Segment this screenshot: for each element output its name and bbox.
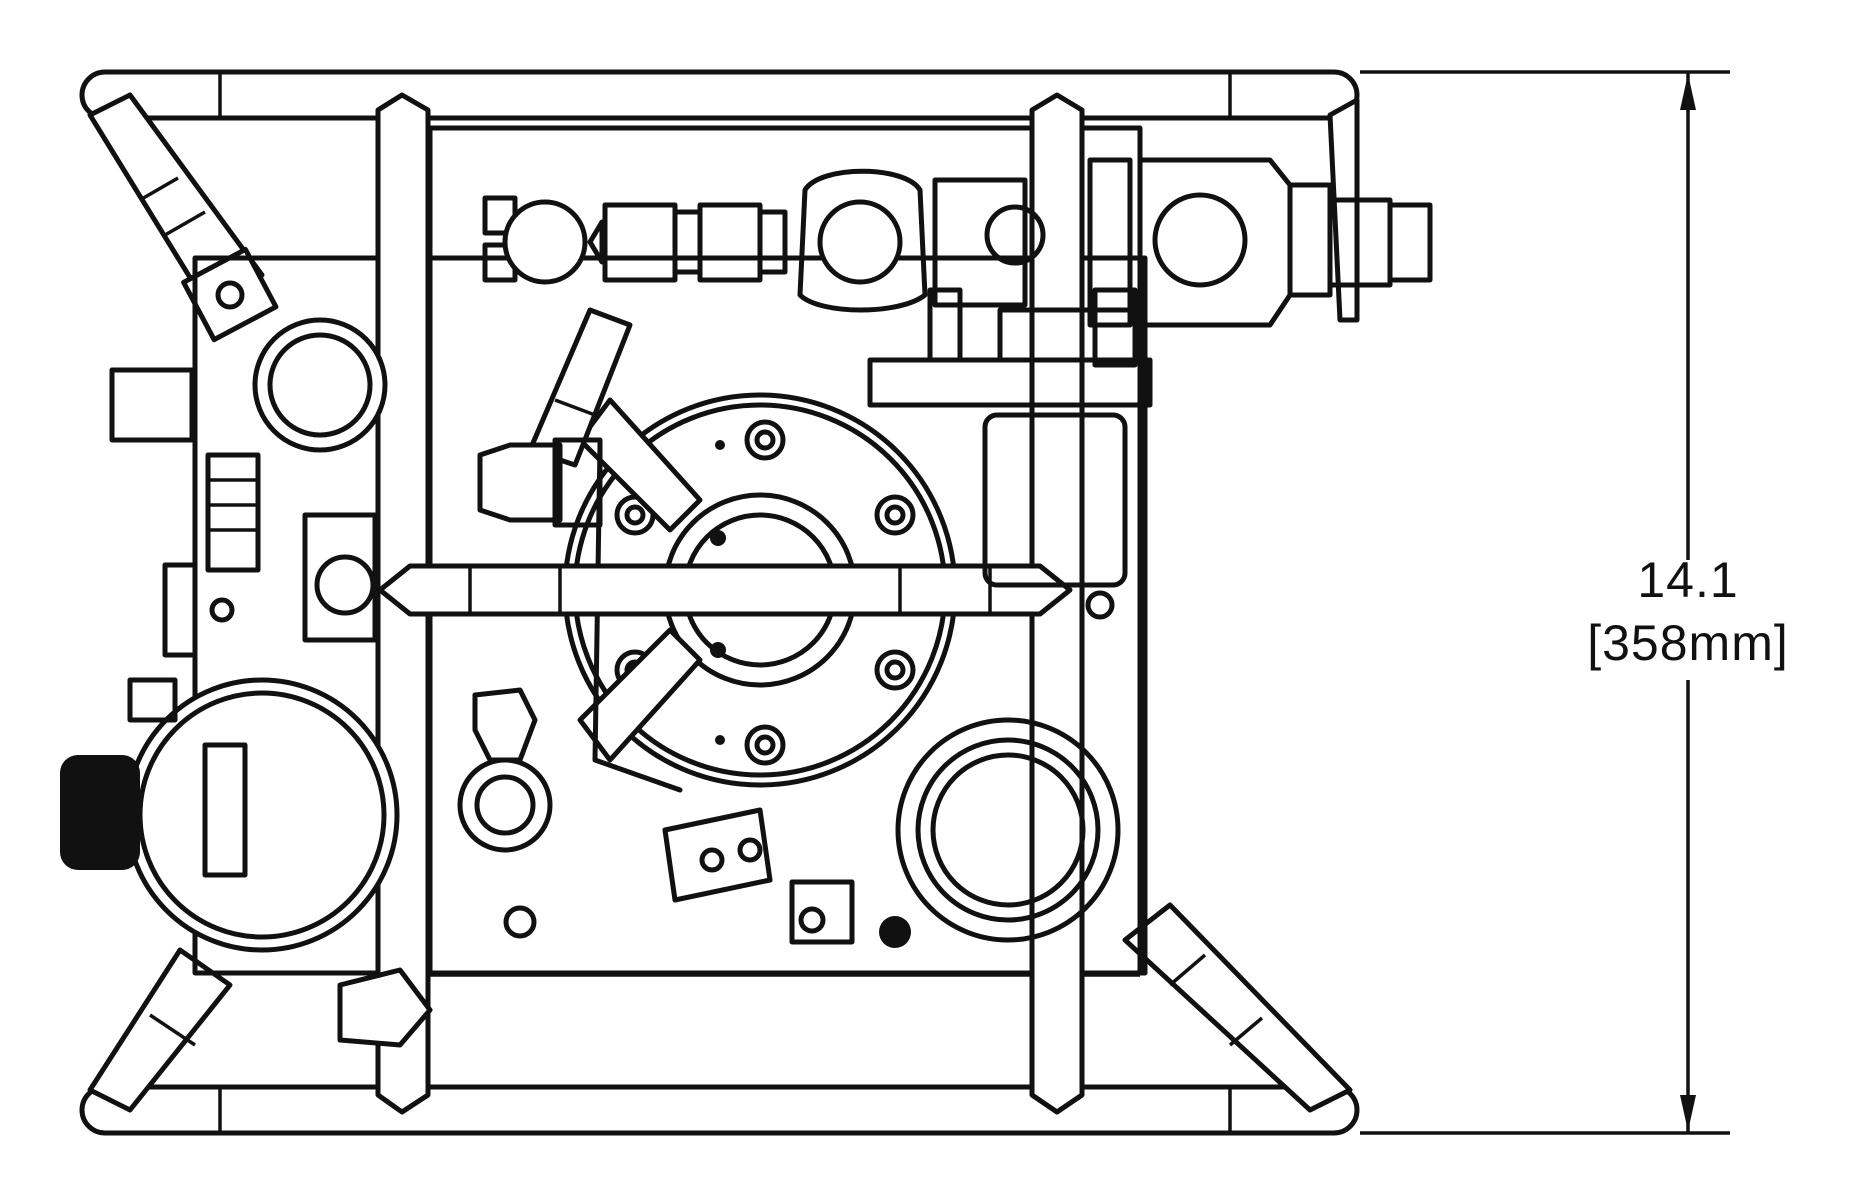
diagonal-pipe [477, 307, 633, 528]
dimension-arrow-bottom [1680, 1095, 1696, 1131]
height-dimension: 14.1 [358mm] [1360, 70, 1789, 1135]
dimension-metric: [358mm] [1587, 615, 1789, 671]
small-box [789, 879, 855, 945]
side-box [982, 412, 1128, 588]
top-rail [79, 69, 1360, 121]
dark-dot [879, 916, 911, 948]
dimension-value: 14.1 [1637, 552, 1738, 608]
dimension-arrow-top [1680, 74, 1696, 110]
left-fittings [109, 317, 553, 1048]
terminal-block [662, 807, 773, 903]
pressure-gauge [60, 677, 400, 953]
horizontal-handle [377, 563, 1073, 617]
valve-manifold [482, 157, 1433, 408]
lower-left-strut [87, 947, 233, 1113]
lower-right-strut [1122, 902, 1353, 1113]
bottom-rail [79, 1084, 1360, 1136]
upper-right-strut [1327, 97, 1360, 323]
lower-port [895, 717, 1121, 943]
